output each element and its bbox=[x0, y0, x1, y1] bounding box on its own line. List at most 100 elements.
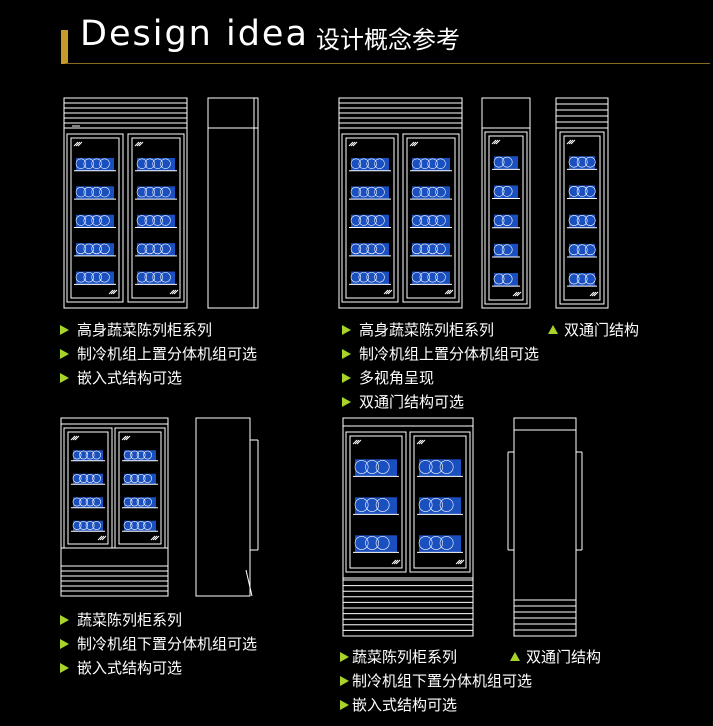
produce-item bbox=[366, 186, 377, 198]
produce-item bbox=[576, 185, 588, 197]
produce-item bbox=[366, 215, 377, 226]
produce-item bbox=[152, 243, 163, 255]
right-door bbox=[409, 431, 471, 573]
glass-glint bbox=[136, 141, 142, 147]
glass-glint bbox=[138, 141, 144, 147]
page-subtitle: 设计概念参考 bbox=[316, 26, 460, 54]
glass-glint bbox=[413, 141, 419, 147]
produce-item bbox=[136, 497, 146, 507]
door-glass bbox=[67, 431, 109, 545]
produce-item bbox=[136, 215, 148, 226]
produce-item bbox=[411, 243, 423, 255]
glass-glint bbox=[70, 435, 76, 441]
produce-item bbox=[501, 215, 513, 226]
glass-glint bbox=[570, 139, 576, 145]
produce-item bbox=[144, 243, 155, 255]
glass-glint bbox=[134, 141, 140, 147]
produce-item bbox=[427, 186, 438, 198]
produce-item bbox=[358, 272, 369, 283]
produce-item bbox=[418, 460, 433, 474]
caption-b-item: 双通门结构可选 bbox=[342, 390, 539, 414]
produce-item bbox=[568, 185, 580, 197]
bullet-triangle-icon bbox=[60, 349, 69, 359]
produce-item bbox=[350, 158, 362, 169]
produce-item bbox=[354, 536, 369, 550]
caption-c-item: 蔬菜陈列柜系列 bbox=[60, 608, 257, 632]
produce-item bbox=[85, 497, 95, 507]
caption-d-item: 嵌入式结构可选 bbox=[340, 693, 532, 717]
glass-glint bbox=[393, 559, 399, 565]
produce-fill bbox=[569, 214, 595, 228]
produce-item bbox=[358, 243, 369, 255]
produce-item bbox=[501, 156, 513, 168]
produce-item bbox=[85, 521, 95, 530]
produce-fill bbox=[569, 185, 595, 199]
produce-item bbox=[99, 272, 110, 283]
produce-item bbox=[130, 450, 139, 460]
produce-item bbox=[358, 186, 369, 198]
produce-item bbox=[72, 497, 82, 507]
bullet-up-triangle-icon bbox=[548, 325, 558, 334]
glass-glint bbox=[516, 291, 522, 297]
produce-item bbox=[435, 272, 446, 283]
cabinet-body bbox=[63, 127, 188, 309]
produce-fill bbox=[124, 497, 156, 508]
produce-item bbox=[152, 186, 163, 198]
glass-glint bbox=[150, 535, 156, 541]
produce-fill bbox=[124, 450, 156, 461]
produce-item bbox=[136, 186, 148, 198]
produce-item bbox=[130, 497, 139, 507]
produce-item bbox=[144, 215, 155, 226]
produce-item bbox=[427, 243, 438, 255]
glass-glint bbox=[348, 141, 354, 147]
produce-item bbox=[130, 474, 139, 483]
caption-a: 高身蔬菜陈列柜系列 制冷机组上置分体机组可选 嵌入式结构可选 bbox=[60, 318, 257, 390]
produce-fill bbox=[569, 243, 595, 257]
glass-glint bbox=[593, 291, 599, 297]
produce-item bbox=[83, 186, 94, 198]
produce-item bbox=[72, 521, 82, 530]
produce-item bbox=[493, 185, 505, 197]
left-door bbox=[341, 133, 399, 303]
glass-glint bbox=[391, 559, 397, 565]
glass-glint bbox=[125, 435, 131, 441]
caption-b-item: 多视角呈现 bbox=[342, 366, 539, 390]
right-door bbox=[402, 133, 460, 303]
produce-item bbox=[358, 158, 369, 169]
produce-fill bbox=[569, 156, 595, 170]
produce-fill bbox=[124, 520, 156, 532]
produce-item bbox=[91, 243, 102, 255]
produce-item bbox=[91, 215, 102, 226]
produce-item bbox=[576, 156, 588, 168]
produce-fill bbox=[73, 473, 103, 485]
produce-item bbox=[375, 498, 390, 512]
glass-glint bbox=[169, 289, 175, 295]
header-accent-bar bbox=[61, 30, 68, 64]
produce-item bbox=[411, 186, 423, 198]
right-door bbox=[127, 133, 185, 303]
top-grille bbox=[555, 97, 609, 129]
caption-a-item: 制冷机组上置分体机组可选 bbox=[60, 342, 257, 366]
glass-glint bbox=[446, 289, 452, 295]
produce-item bbox=[365, 460, 379, 474]
produce-item bbox=[584, 156, 596, 168]
caption-c-item: 嵌入式结构可选 bbox=[60, 656, 257, 680]
produce-item bbox=[144, 186, 155, 198]
produce-item bbox=[91, 186, 102, 198]
produce-item bbox=[419, 186, 430, 198]
produce-item bbox=[358, 215, 369, 226]
left-door bbox=[66, 133, 124, 303]
glass-glint bbox=[385, 289, 391, 295]
glass-glint bbox=[352, 439, 358, 445]
produce-fill bbox=[494, 214, 518, 228]
produce-item bbox=[366, 158, 377, 169]
produce-item bbox=[144, 272, 155, 283]
produce-item bbox=[350, 272, 362, 283]
produce-item bbox=[439, 536, 454, 550]
glass-glint bbox=[493, 139, 499, 145]
produce-item bbox=[429, 498, 443, 512]
bullet-triangle-icon bbox=[60, 615, 69, 625]
produce-item bbox=[144, 158, 155, 169]
bullet-triangle-icon bbox=[60, 663, 69, 673]
